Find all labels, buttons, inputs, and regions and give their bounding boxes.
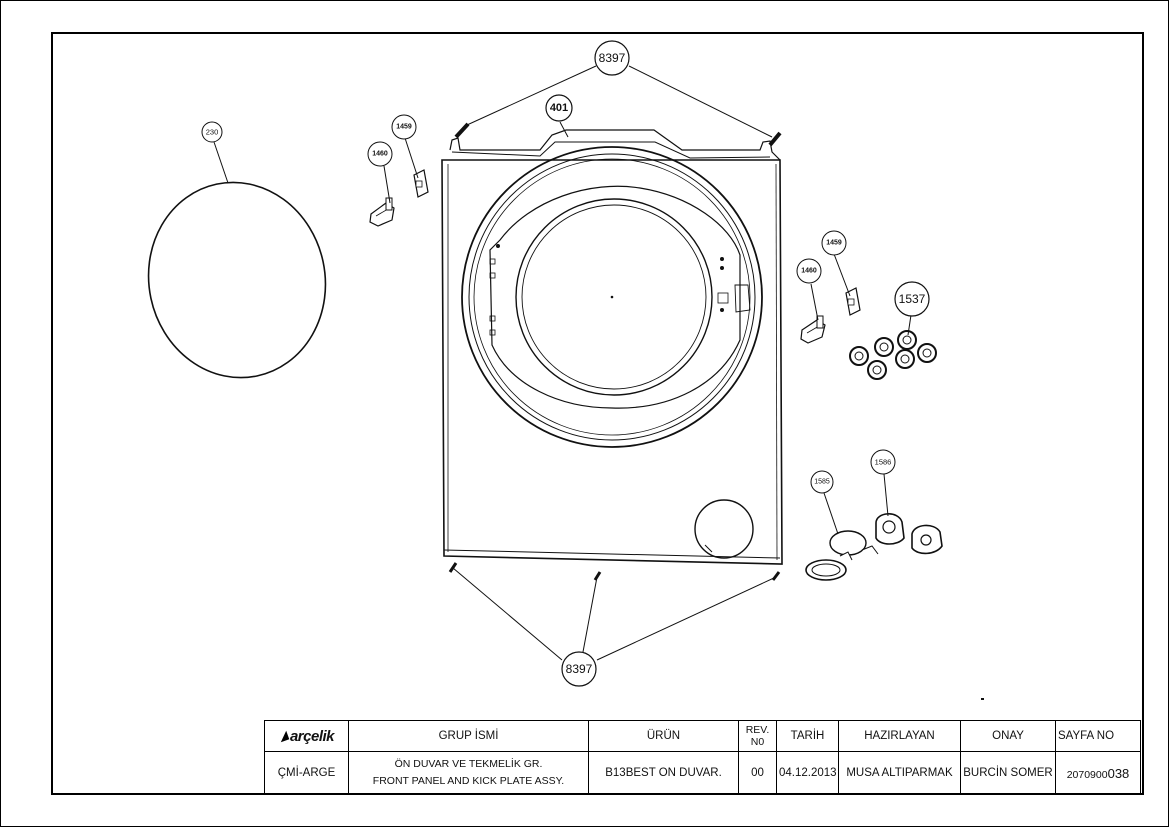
arcelik-logo-icon	[277, 730, 290, 742]
callout-1585-label: 1585	[814, 479, 830, 486]
callout-8397-top-label: 8397	[599, 51, 626, 65]
callout-8397-bottom: 8397	[561, 651, 597, 687]
callout-1459-right: 1459	[821, 230, 847, 256]
callout-1537: 1537	[894, 281, 930, 317]
approved-by-cell: BURCİN SOMER	[960, 751, 1056, 795]
leader-lines	[383, 65, 912, 661]
stray-mark	[981, 698, 984, 700]
rev-no-cell: 00	[738, 751, 777, 795]
callout-230-label: 230	[206, 128, 219, 137]
page-no-prefix: 2070900	[1066, 768, 1108, 781]
callout-1585: 1585	[810, 470, 834, 494]
callout-401: 401	[545, 94, 573, 122]
callout-1460-left-label: 1460	[372, 151, 388, 158]
callout-1460-right: 1460	[796, 258, 822, 284]
callout-1537-label: 1537	[899, 292, 926, 306]
callout-8397-bottom-label: 8397	[566, 662, 593, 676]
part-1586-door-lock	[861, 513, 943, 555]
grup-ismi-header: GRUP İSMİ	[348, 720, 589, 752]
part-1537-washers	[849, 330, 937, 380]
callout-401-label: 401	[550, 102, 568, 114]
tarih-header: TARİH	[776, 720, 839, 752]
callout-1459-left: 1459	[391, 114, 417, 140]
title-block: arçelik GRUP İSMİ ÜRÜN REV. N0 TARİH HAZ…	[264, 720, 1141, 795]
hazirlayan-header: HAZIRLAYAN	[838, 720, 961, 752]
part-hinge-right	[800, 287, 861, 344]
part-hinge-left	[369, 169, 429, 227]
callout-8397-top: 8397	[594, 40, 630, 76]
department-cell: ÇMİ-ARGE	[264, 751, 349, 795]
part-1585-filter-cover	[805, 530, 867, 581]
prepared-by-cell: MUSA ALTIPARMAK	[838, 751, 961, 795]
rev-header: REV. N0	[738, 720, 777, 752]
group-name-tr: ÖN DUVAR VE TEKMELİK GR.	[394, 758, 543, 770]
page-no-cell: 2070900038	[1055, 751, 1141, 795]
part-8397-screws	[448, 122, 782, 581]
callout-1459-left-label: 1459	[396, 124, 412, 131]
callout-1460-left: 1460	[367, 141, 393, 167]
sayfa-no-header: SAYFA NO	[1055, 720, 1141, 752]
callout-1459-right-label: 1459	[826, 240, 842, 247]
part-401-front-panel	[441, 129, 783, 565]
product-cell: B13BEST ON DUVAR.	[588, 751, 739, 795]
onay-header: ONAY	[960, 720, 1056, 752]
date-cell: 04.12.2013	[776, 751, 839, 795]
rev-header-line2: N0	[750, 736, 765, 748]
callout-1586: 1586	[870, 449, 896, 475]
group-name-en: FRONT PANEL AND KICK PLATE ASSY.	[372, 775, 565, 787]
part-230-door-glass	[147, 141, 327, 379]
urun-header: ÜRÜN	[588, 720, 739, 752]
arcelik-logo-text: arçelik	[289, 727, 335, 745]
callout-230: 230	[201, 121, 223, 143]
rev-header-line1: REV.	[745, 724, 770, 736]
page-no-suffix: 038	[1107, 765, 1130, 781]
callout-1460-right-label: 1460	[801, 268, 817, 275]
callout-1586-label: 1586	[875, 458, 892, 467]
group-name-cell: ÖN DUVAR VE TEKMELİK GR. FRONT PANEL AND…	[348, 751, 589, 795]
logo-cell: arçelik	[264, 720, 349, 752]
